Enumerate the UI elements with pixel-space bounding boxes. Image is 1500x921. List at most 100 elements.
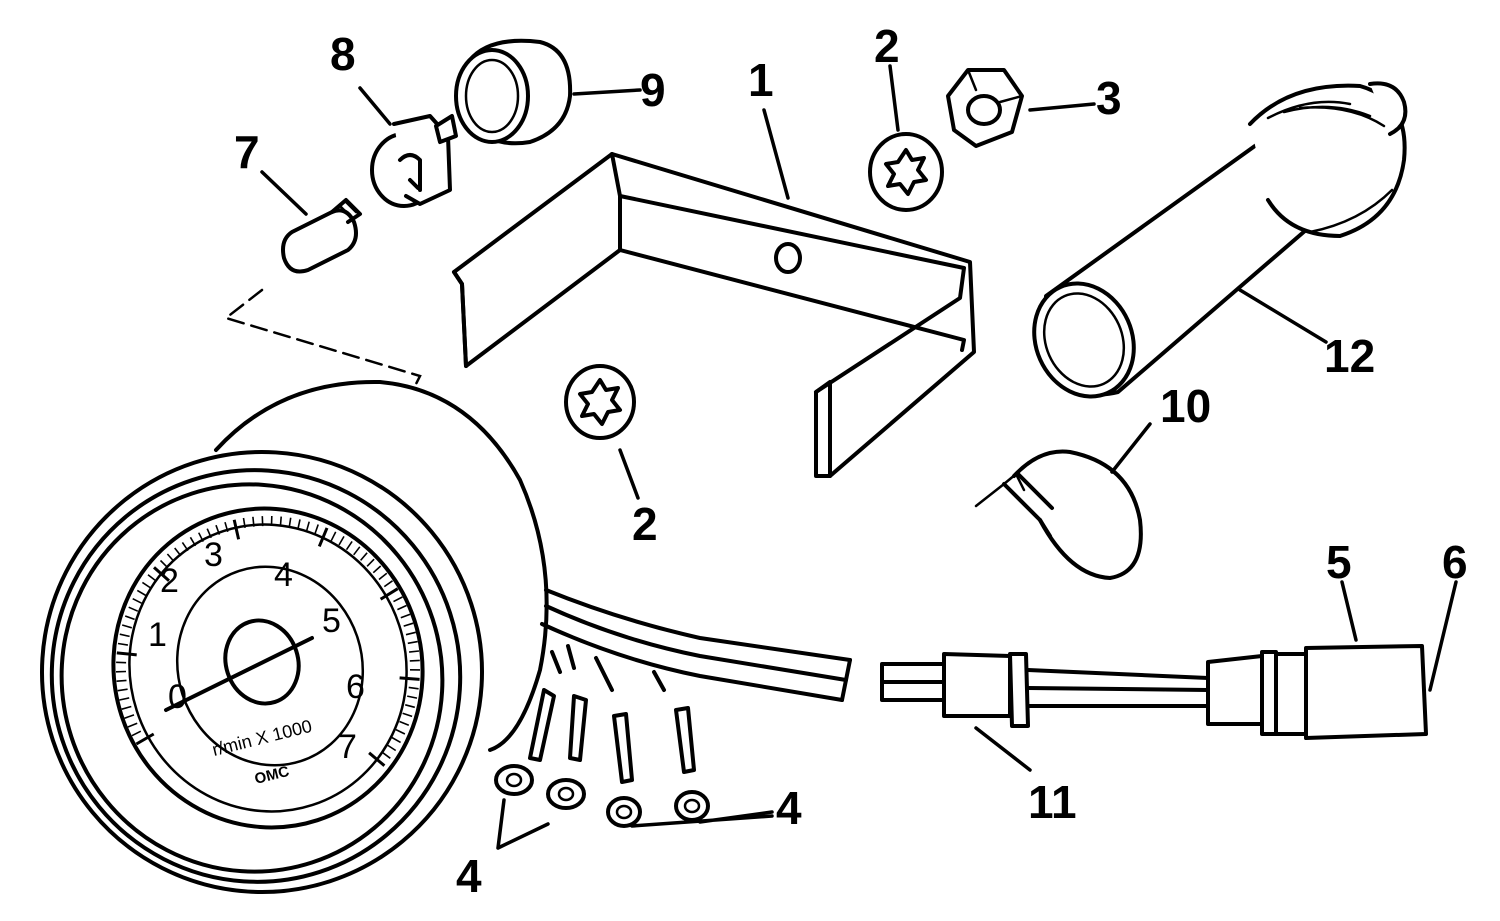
boot-tube xyxy=(1032,81,1408,399)
dial-tick xyxy=(407,640,418,645)
dial-tick xyxy=(119,633,130,638)
dial-tick xyxy=(317,527,329,547)
dial-tick xyxy=(279,516,282,527)
bulb-socket xyxy=(370,114,458,208)
dial-tick xyxy=(119,697,130,701)
callout-8: 8 xyxy=(330,28,356,80)
callout-11: 11 xyxy=(1028,776,1077,828)
dial-tick xyxy=(368,751,386,767)
dial-numeral-1: 1 xyxy=(148,616,167,654)
connector-harness xyxy=(880,644,1428,740)
dial-tick xyxy=(400,613,411,619)
dial-tick xyxy=(131,730,142,737)
dial-tick xyxy=(128,606,139,612)
dial-tick xyxy=(159,559,169,569)
callout-5: 5 xyxy=(1326,536,1352,588)
dial-tick xyxy=(409,650,420,653)
dial-tick xyxy=(359,552,368,561)
dial-tick xyxy=(345,540,353,551)
ring-terminals xyxy=(494,644,710,828)
dial-tick xyxy=(232,519,241,540)
dial-tick xyxy=(197,532,204,542)
dial-tick xyxy=(407,695,418,699)
callout-2-top: 2 xyxy=(874,20,900,72)
callout-9: 9 xyxy=(640,64,666,116)
dial-numeral-0: 0 xyxy=(168,678,187,716)
dial-tick xyxy=(330,531,337,542)
dial-tick xyxy=(397,604,407,611)
dial-tick xyxy=(116,651,137,657)
dial-tick xyxy=(402,712,413,718)
dial-tick xyxy=(353,546,361,556)
dial-tick xyxy=(224,521,229,533)
dial-tick xyxy=(386,744,397,752)
dial-tick xyxy=(399,676,420,681)
bulb-socket-dash-line xyxy=(223,288,422,394)
dial-tick xyxy=(338,535,345,546)
dial-tick xyxy=(117,688,128,692)
dial-tick xyxy=(314,524,319,535)
callout-12: 12 xyxy=(1324,330,1375,382)
dial-tick xyxy=(121,624,133,629)
dial-tick xyxy=(117,642,129,646)
dial-tick xyxy=(215,524,221,535)
dial-tick-marks xyxy=(115,515,421,767)
dial-numeral-3: 3 xyxy=(204,536,223,574)
callout-6: 6 xyxy=(1442,536,1468,588)
dial-tick xyxy=(288,517,292,528)
bulb xyxy=(281,198,362,274)
callout-1: 1 xyxy=(748,54,774,106)
dial-tick xyxy=(166,553,175,563)
dial-tick xyxy=(206,528,212,539)
dial-tick xyxy=(124,714,135,719)
wire-harness xyxy=(540,588,852,702)
dial-tick xyxy=(404,704,416,709)
callout-10: 10 xyxy=(1160,380,1211,432)
dial-tick xyxy=(252,516,255,527)
dial-tick xyxy=(189,536,197,547)
hex-nut xyxy=(946,68,1024,148)
dial-tick xyxy=(174,547,182,557)
dial-tick xyxy=(393,596,403,603)
dial-tick xyxy=(366,558,375,567)
dial-tick xyxy=(403,622,414,627)
dial-tick xyxy=(153,566,170,582)
dial-tick xyxy=(395,728,406,735)
dial-tick xyxy=(305,521,310,532)
callout-2-mid: 2 xyxy=(632,498,658,550)
dial-tick xyxy=(405,631,416,636)
dial-tick xyxy=(242,517,246,529)
callout-4-right: 4 xyxy=(776,782,802,834)
callout-7: 7 xyxy=(234,126,260,178)
dial-tick xyxy=(372,565,382,574)
dial-tick xyxy=(409,659,420,662)
dial-tick xyxy=(127,722,138,728)
dial-tick xyxy=(141,581,152,589)
dial-numeral-5: 5 xyxy=(322,602,341,640)
callout-3: 3 xyxy=(1096,72,1122,124)
dial-tick xyxy=(378,572,388,581)
tachometer: 0 1 2 3 4 5 6 7 r/min X 1000 OMC xyxy=(40,379,549,894)
leader-lines xyxy=(260,64,1458,850)
dial-tick xyxy=(383,580,393,588)
dial-tick xyxy=(297,519,301,530)
dial-tick xyxy=(124,615,135,621)
dial-tick xyxy=(116,679,127,682)
dial-tick xyxy=(399,720,410,727)
dial-tick xyxy=(135,732,155,746)
dial-tick xyxy=(379,587,399,601)
dial-tick xyxy=(408,686,419,690)
dial-numeral-7: 7 xyxy=(338,728,357,766)
dial-tick xyxy=(121,705,132,710)
lens-cap xyxy=(454,38,573,146)
callout-4-left: 4 xyxy=(456,850,482,902)
star-washer-mid xyxy=(564,364,636,440)
cable-tie xyxy=(974,449,1143,580)
dial-numeral-2: 2 xyxy=(160,562,179,600)
dial-tick xyxy=(136,589,147,597)
dial-numeral-6: 6 xyxy=(346,668,365,706)
dial-tick xyxy=(132,597,142,604)
dial-tick xyxy=(147,574,157,582)
dial-tick xyxy=(381,751,391,759)
